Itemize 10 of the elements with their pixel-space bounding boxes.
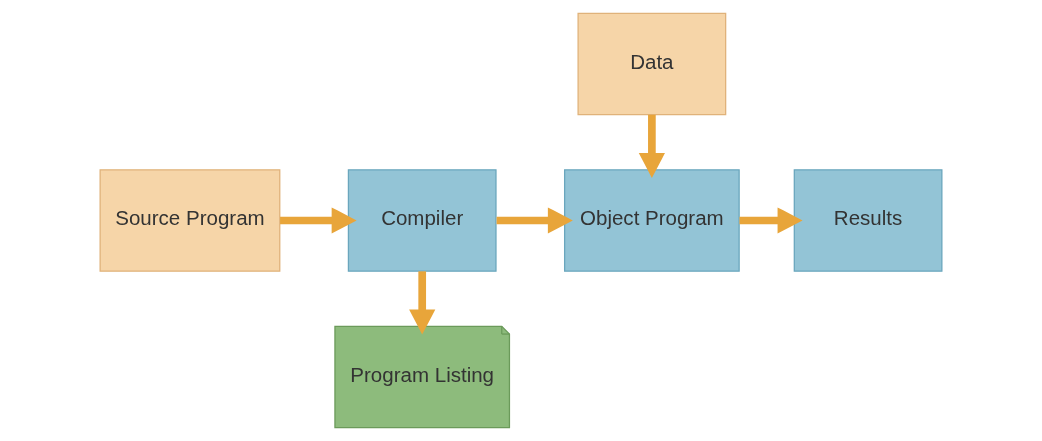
node-box: Data xyxy=(577,12,727,116)
node-box: Source Program xyxy=(99,169,281,272)
arrow xyxy=(280,207,357,234)
arrow xyxy=(739,207,803,234)
node-box: Compiler xyxy=(347,169,497,272)
arrow xyxy=(638,114,665,179)
arrow xyxy=(496,207,573,234)
node-box: Object Program xyxy=(564,169,740,272)
node-box: Results xyxy=(793,169,943,272)
arrow xyxy=(409,271,436,335)
